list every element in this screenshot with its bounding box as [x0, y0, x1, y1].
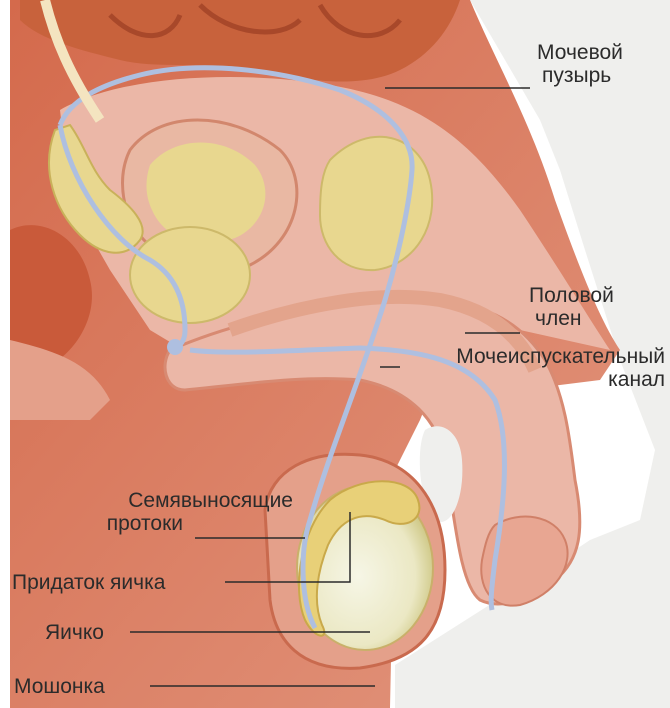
- label-epididymis: Придаток яичка: [12, 571, 165, 594]
- label-vas-deferens-line1: Семявыносящие: [55, 489, 293, 512]
- label-bladder: Мочевой пузырь: [537, 41, 623, 87]
- label-testis: Яичко: [45, 621, 104, 644]
- label-urethra-line1: Мочеиспускательный: [380, 345, 665, 368]
- urethra-bulb: [167, 339, 183, 355]
- label-penis: Половой член: [529, 284, 614, 330]
- label-penis-line1: Половой: [529, 284, 614, 307]
- label-bladder-line2: пузырь: [537, 64, 623, 87]
- label-penis-line2: член: [529, 307, 614, 330]
- label-vas-deferens: Семявыносящие протоки: [55, 489, 293, 535]
- label-urethra-line2: канал: [380, 368, 665, 391]
- prostate: [130, 227, 250, 323]
- label-vas-deferens-line2: протоки: [55, 512, 293, 535]
- label-bladder-line1: Мочевой: [537, 41, 623, 64]
- label-scrotum: Мошонка: [14, 675, 105, 698]
- label-urethra: Мочеиспускательный канал: [380, 345, 665, 391]
